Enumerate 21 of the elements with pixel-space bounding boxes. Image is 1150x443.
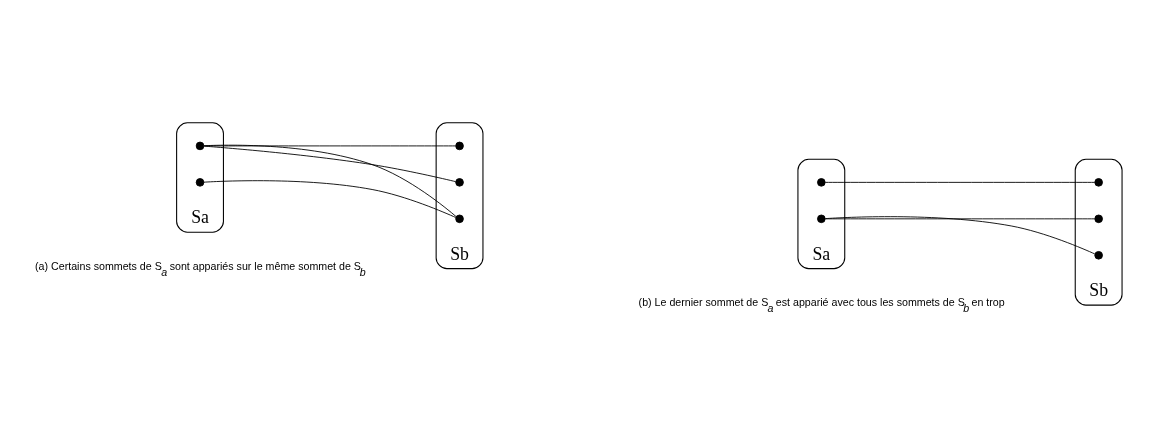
node-cross — [1094, 251, 1103, 260]
node-cross — [1094, 178, 1103, 187]
connector — [824, 216, 1096, 255]
connector — [824, 218, 1096, 220]
connector — [824, 181, 1096, 183]
connector — [203, 145, 456, 147]
cluster: Sa — [176, 122, 224, 233]
node-cross — [455, 178, 464, 187]
node-cross — [817, 214, 826, 224]
connector — [203, 145, 457, 183]
node-cross — [455, 141, 464, 151]
node-cross — [195, 141, 205, 151]
connector — [203, 144, 457, 218]
cluster: Sb — [1074, 158, 1123, 306]
cluster: Sa — [797, 158, 846, 270]
node-cross — [195, 178, 205, 187]
node-cross — [1094, 214, 1103, 224]
connector — [203, 180, 457, 218]
cluster: Sb — [435, 122, 484, 270]
node-cross — [817, 178, 826, 187]
node-cross — [455, 214, 464, 224]
